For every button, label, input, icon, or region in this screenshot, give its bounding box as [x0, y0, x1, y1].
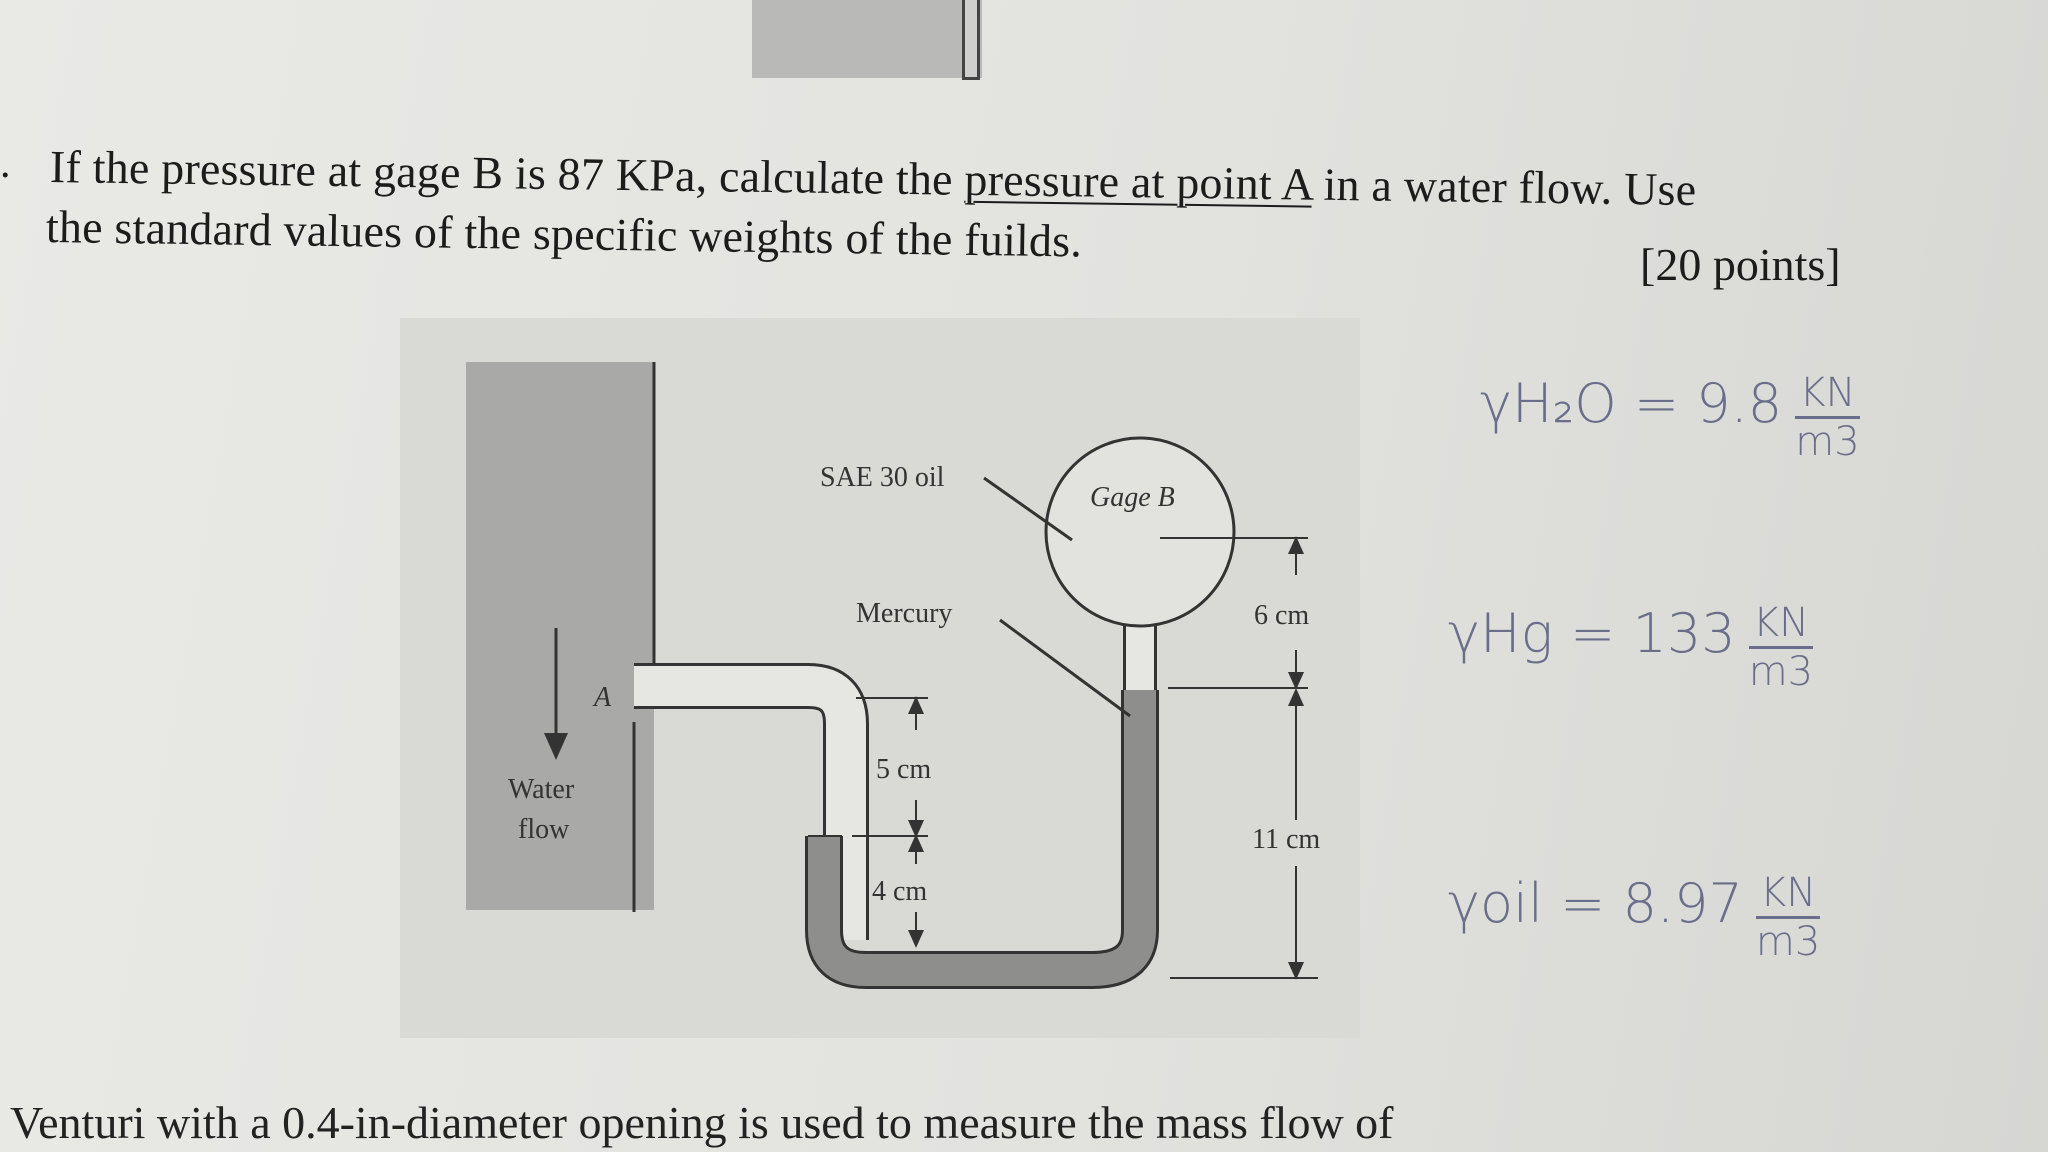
- oil-tube-left: [634, 666, 866, 940]
- water-unit-denominator: m3: [1795, 419, 1860, 465]
- scan-top-block: [752, 0, 982, 78]
- oil-unit-numerator: KN: [1755, 870, 1821, 919]
- u-tube-outline: [805, 690, 1159, 989]
- mercury-unit-numerator: KN: [1748, 600, 1814, 649]
- oil-unit-denominator: m3: [1755, 919, 1821, 965]
- label-11-cm: 11 cm: [1252, 824, 1320, 855]
- water-pipe: [466, 362, 654, 910]
- mercury-unit-denominator: m3: [1748, 649, 1814, 695]
- label-sae-30-oil: SAE 30 oil: [820, 462, 945, 493]
- mercury-column: [808, 690, 1156, 986]
- next-question-partial: Venturi with a 0.4-in-diameter opening i…: [10, 1097, 1394, 1148]
- question-points: [20 points]: [1640, 239, 1841, 290]
- label-water: Water: [508, 774, 575, 805]
- water-unit-numerator: KN: [1795, 370, 1860, 419]
- handwritten-oil-value: γoil = 8.97: [1448, 872, 1743, 935]
- label-6-cm: 6 cm: [1254, 600, 1309, 631]
- handwritten-mercury-value: γHg = 133: [1448, 602, 1736, 665]
- label-gage-b: Gage B: [1090, 482, 1175, 513]
- handwritten-water-weight: γH₂O = 9.8 KN m3: [1480, 370, 1860, 465]
- label-mercury: Mercury: [856, 598, 952, 629]
- handwritten-oil-unit: KN m3: [1755, 870, 1821, 965]
- handwritten-oil-weight: γoil = 8.97 KN m3: [1448, 870, 1821, 965]
- label-5-cm: 5 cm: [876, 754, 931, 785]
- label-point-a: A: [592, 682, 612, 713]
- handwritten-water-unit: KN m3: [1795, 370, 1860, 465]
- handwritten-water-value: γH₂O = 9.8: [1480, 372, 1783, 435]
- mercury-leader-line: [999, 618, 1131, 718]
- oil-leader-line: [983, 476, 1073, 542]
- label-flow: flow: [518, 814, 570, 845]
- scan-top-frame: [962, 0, 980, 80]
- question-bullet: .: [0, 141, 11, 187]
- handwritten-mercury-weight: γHg = 133 KN m3: [1448, 600, 1814, 695]
- gage-b-circle: [1044, 436, 1236, 628]
- label-4-cm: 4 cm: [872, 876, 927, 907]
- handwritten-mercury-unit: KN m3: [1748, 600, 1814, 695]
